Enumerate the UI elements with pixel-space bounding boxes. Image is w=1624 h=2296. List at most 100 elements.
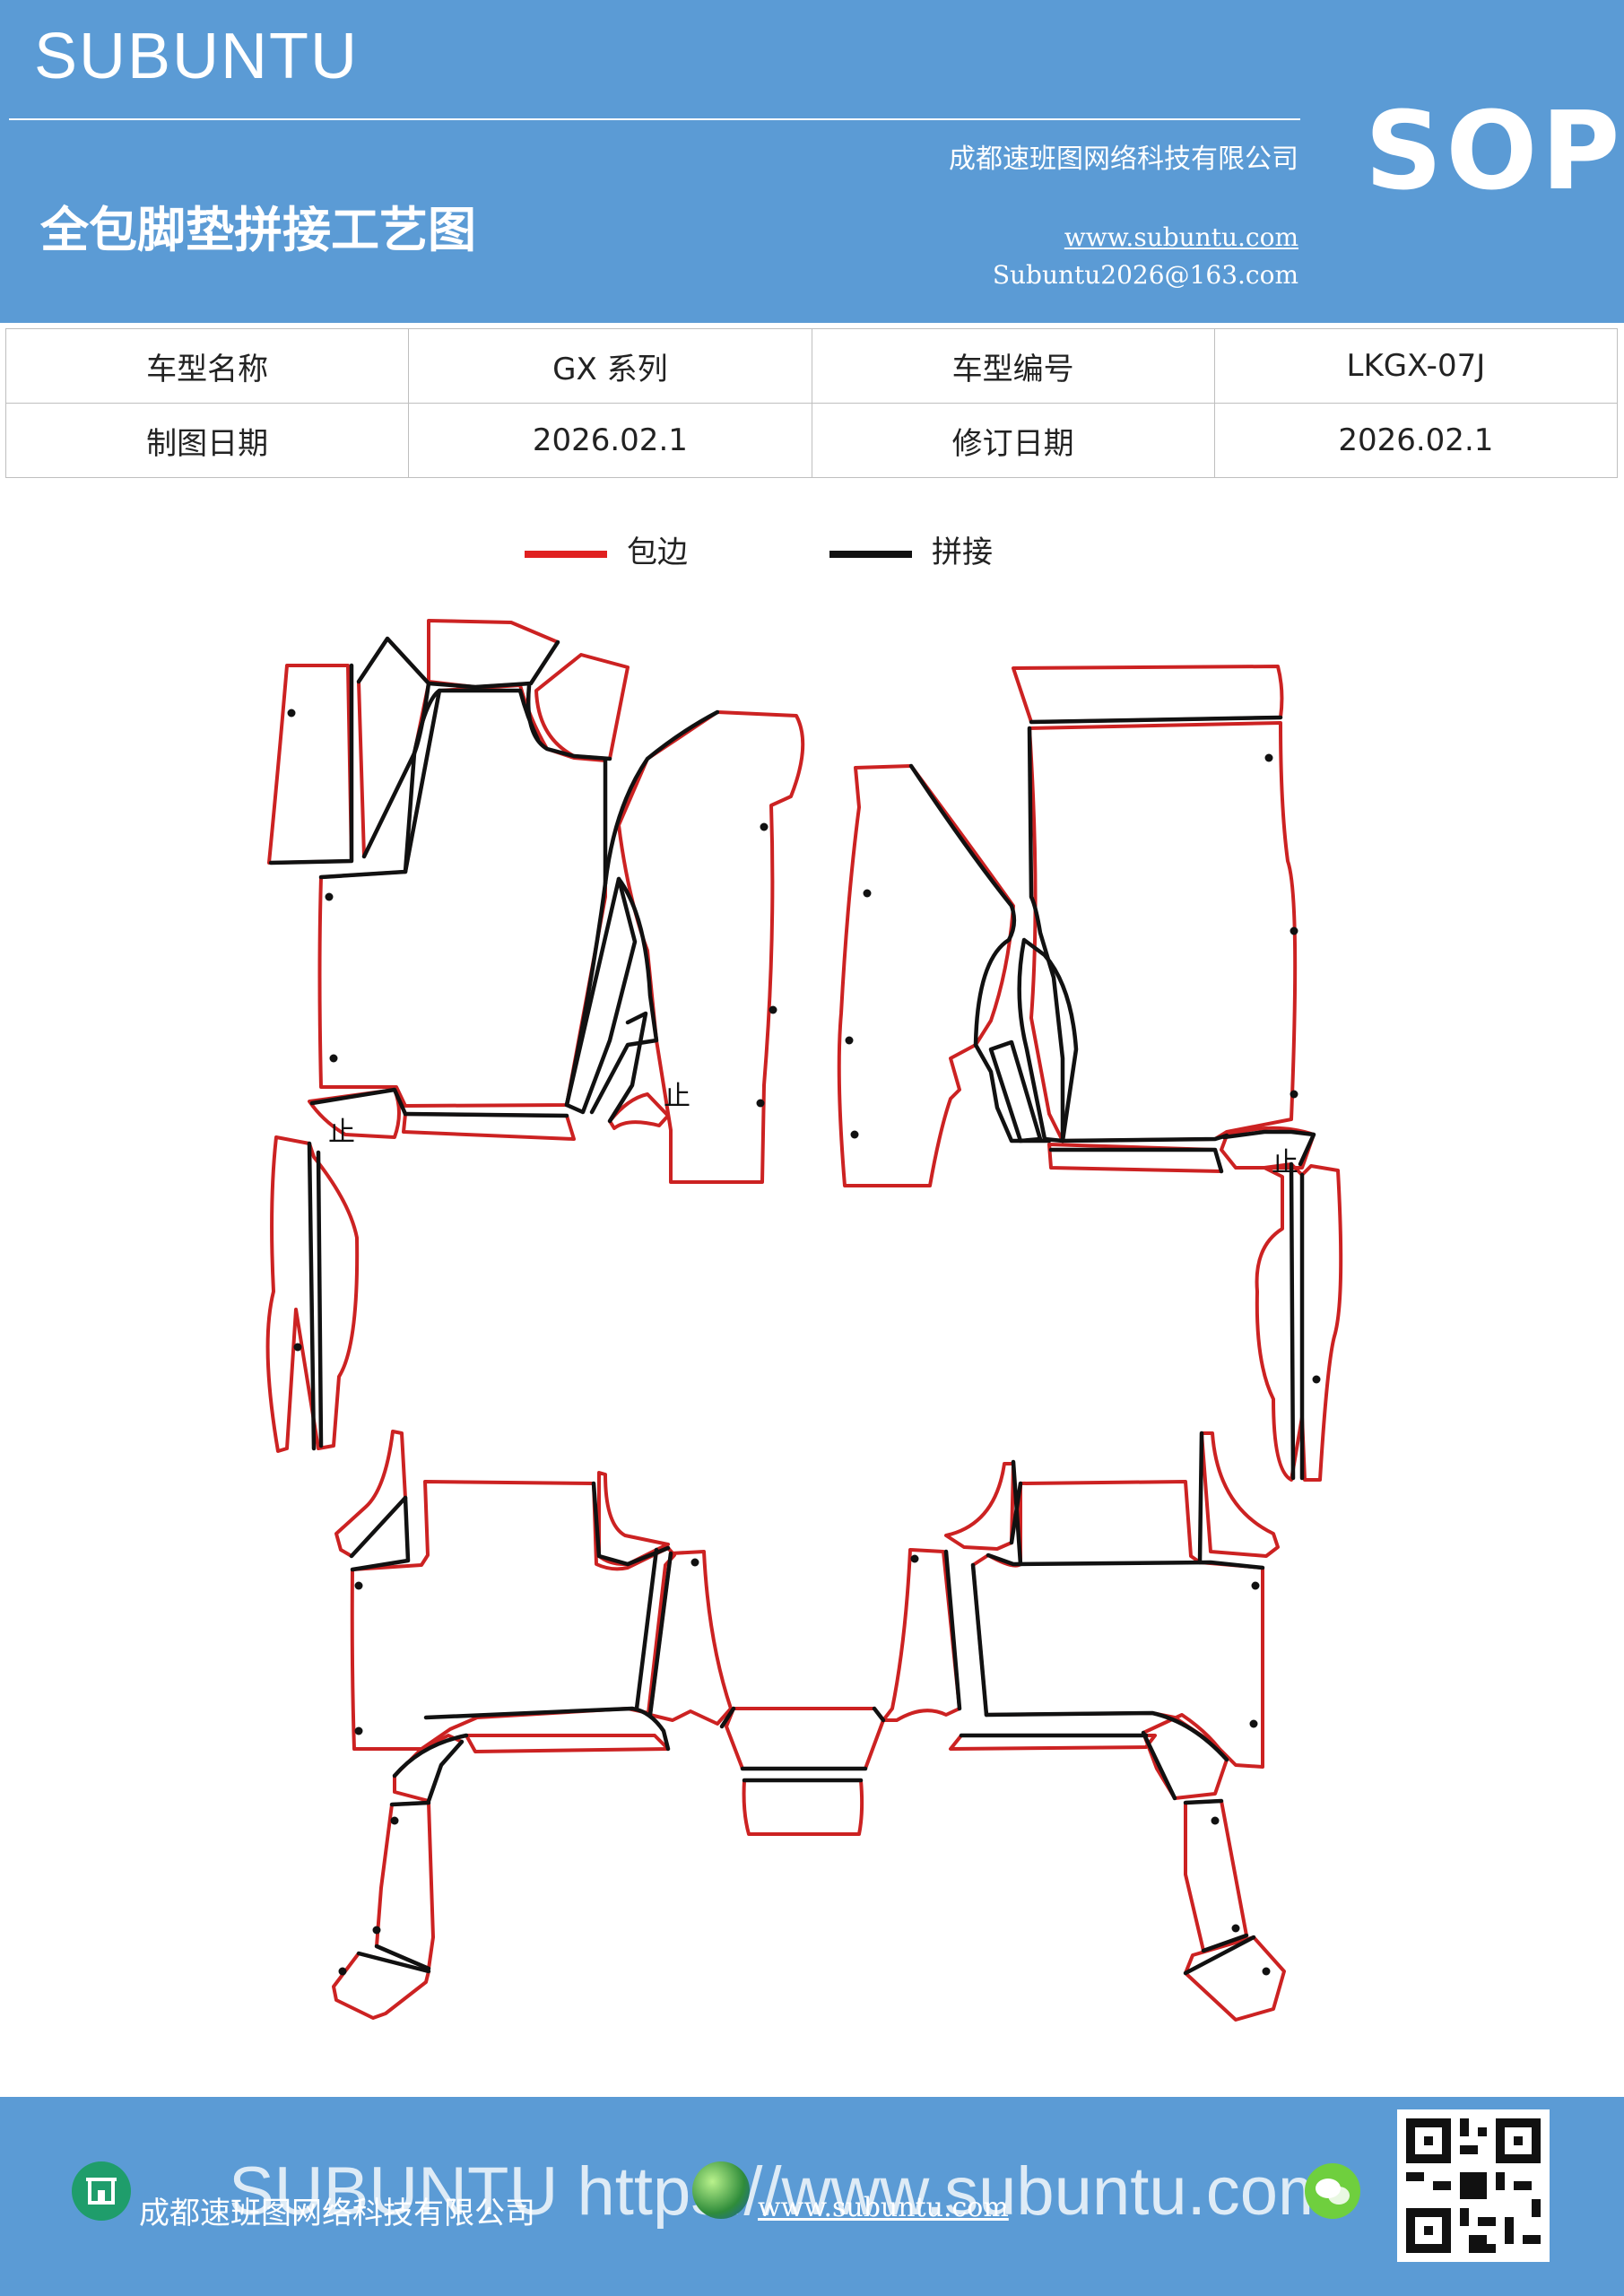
seam-line	[307, 1141, 317, 1451]
seam-line	[374, 1944, 431, 1971]
table-cell: GX 系列	[408, 328, 812, 404]
mat-piece	[534, 653, 630, 761]
seam-line	[1048, 1147, 1224, 1174]
locator-hole	[845, 1036, 854, 1045]
email-address[interactable]: Subuntu2026@163.com	[992, 260, 1298, 290]
locator-hole	[760, 822, 769, 831]
locator-hole	[293, 1343, 302, 1352]
footer-website[interactable]: www.subuntu.com	[758, 2192, 1009, 2223]
mat-piece	[944, 1462, 1015, 1551]
edge-outlines	[265, 619, 1343, 2022]
globe-icon	[692, 2161, 750, 2219]
seam-line	[986, 1552, 1265, 1570]
seam-line	[591, 1481, 671, 1567]
seam-line	[1141, 1730, 1177, 1801]
locator-holes	[287, 709, 1321, 1976]
table-cell: 车型名称	[4, 328, 410, 404]
mat-piece	[608, 1092, 670, 1130]
seam-line	[423, 1706, 671, 1752]
footer-company: 成都速班图网络科技有限公司	[139, 2196, 535, 2231]
header-banner	[0, 0, 1624, 323]
legend-item-edge: 包边	[525, 527, 688, 571]
mat-piece	[617, 710, 805, 1184]
locator-hole	[690, 1558, 699, 1567]
seam-line	[403, 688, 442, 874]
locator-hole	[287, 709, 296, 718]
stop-mark: 止	[328, 1117, 355, 1148]
locator-hole	[354, 1726, 363, 1735]
table-cell: 制图日期	[4, 403, 410, 478]
mat-piece	[393, 1734, 464, 1803]
seam-line	[392, 1733, 469, 1779]
info-table: 车型名称 GX 系列 车型编号 LKGX-07J 制图日期 2026.02.1 …	[4, 328, 1619, 478]
seam-line	[309, 1087, 408, 1117]
mat-piece	[465, 1734, 670, 1753]
locator-hole	[1312, 1375, 1321, 1384]
seam-line	[872, 1706, 886, 1723]
seam-line	[403, 1111, 569, 1118]
table-cell: 修订日期	[811, 403, 1215, 478]
seam-line	[350, 1495, 411, 1572]
locator-hole	[325, 892, 334, 901]
locator-hole	[390, 1816, 399, 1825]
locator-hole	[338, 1967, 347, 1976]
locator-hole	[1211, 1816, 1220, 1825]
mat-piece	[1184, 1935, 1286, 2022]
legend-swatch-edge	[525, 550, 607, 558]
locator-hole	[1264, 753, 1273, 762]
seam-line	[607, 1011, 648, 1124]
locator-hole	[1231, 1924, 1240, 1933]
mat-piece	[350, 1480, 676, 1751]
seam-line	[268, 663, 354, 865]
seam-line	[318, 751, 417, 880]
seam-line	[943, 1549, 962, 1711]
brand-name: SUBUNTU	[34, 21, 360, 92]
seam-line	[908, 763, 1017, 1048]
seam-line	[564, 758, 608, 1108]
legend-label-edge: 包边	[627, 535, 688, 570]
mat-piece	[1255, 1162, 1343, 1482]
locator-hole	[769, 1005, 777, 1014]
seam-line	[589, 876, 659, 1115]
seam-line	[356, 636, 431, 859]
mat-piece	[265, 1135, 360, 1453]
locator-hole	[1290, 1090, 1298, 1099]
mat-piece	[1028, 721, 1298, 1143]
qr-code-icon	[1397, 2109, 1550, 2262]
footer-watermark: SUBUNTU https://www.subuntu.com	[229, 2153, 1335, 2230]
locator-hole	[1290, 926, 1298, 935]
seam-lines	[268, 636, 1316, 1976]
locator-hole	[850, 1130, 859, 1139]
floor-mat-diagram: 止 止 止	[265, 619, 1343, 2022]
table-cell: 2026.02.1	[1213, 403, 1619, 478]
company-name: 成都速班图网络科技有限公司	[949, 144, 1298, 175]
seam-line	[349, 1495, 408, 1559]
sop-label: SOP	[1365, 90, 1624, 214]
seam-line	[970, 1562, 989, 1718]
seam-line	[426, 639, 560, 690]
seam-line	[988, 1039, 1043, 1144]
locator-hole	[756, 1099, 765, 1108]
legend-item-seam: 拼接	[829, 527, 993, 571]
locator-hole	[1249, 1719, 1258, 1728]
legend-label-seam: 拼接	[932, 535, 993, 570]
mat-piece	[597, 1471, 670, 1567]
locator-hole	[910, 1554, 919, 1563]
website-link[interactable]: www.subuntu.com	[1064, 222, 1298, 252]
locator-hole	[372, 1926, 381, 1935]
seam-line	[1183, 1935, 1256, 1976]
seam-line	[1289, 1161, 1296, 1481]
table-cell: 车型编号	[811, 328, 1215, 404]
seam-line	[984, 1710, 1229, 1762]
mat-piece	[402, 1112, 576, 1141]
mat-piece	[375, 1801, 435, 1970]
seam-line	[1060, 1133, 1229, 1144]
header-divider	[9, 118, 1300, 120]
seam-line	[1183, 1798, 1224, 1805]
locator-hole	[1262, 1967, 1271, 1976]
seam-line	[426, 1739, 465, 1804]
mat-piece	[881, 1548, 961, 1722]
locator-hole	[1251, 1581, 1260, 1590]
seam-line	[1029, 715, 1283, 725]
table-cell: LKGX-07J	[1213, 328, 1619, 404]
